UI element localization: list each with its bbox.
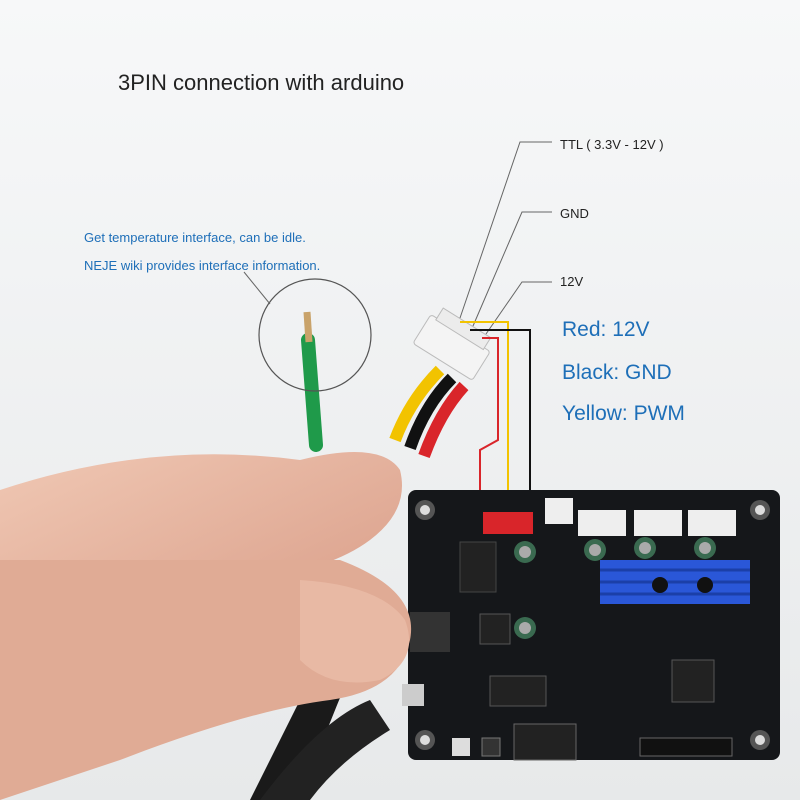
legend-yellow: Yellow: PWM	[562, 402, 685, 425]
red-wire	[418, 381, 469, 459]
note-leader-line	[243, 271, 271, 305]
pcb-board	[402, 490, 780, 761]
page-title: 3PIN connection with arduino	[118, 70, 405, 95]
note-wiki: NEJE wiki provides interface information…	[84, 258, 321, 273]
black-wire	[404, 373, 457, 450]
legend-black: Black: GND	[562, 361, 672, 384]
black-trace	[470, 329, 531, 505]
gnd-leader-line	[472, 211, 552, 327]
green-wire	[301, 333, 323, 452]
yellow-trace	[460, 321, 509, 510]
pin-label-ttl: TTL ( 3.3V - 12V )	[560, 137, 664, 152]
ttl-leader-line	[459, 141, 552, 319]
green-wire-tip	[303, 311, 313, 343]
note-temperature: Get temperature interface, can be idle.	[84, 230, 306, 245]
legend-red: Red: 12V	[562, 318, 650, 341]
hand-finger-tip	[300, 580, 410, 683]
yellow-wire	[389, 365, 445, 443]
pin-label-gnd: GND	[560, 206, 589, 221]
red-trace	[479, 337, 499, 510]
pin-label-12v: 12V	[560, 274, 584, 289]
black-cable-front	[260, 700, 390, 800]
v12-leader-line	[485, 281, 552, 335]
magnifier-circle	[258, 278, 372, 392]
